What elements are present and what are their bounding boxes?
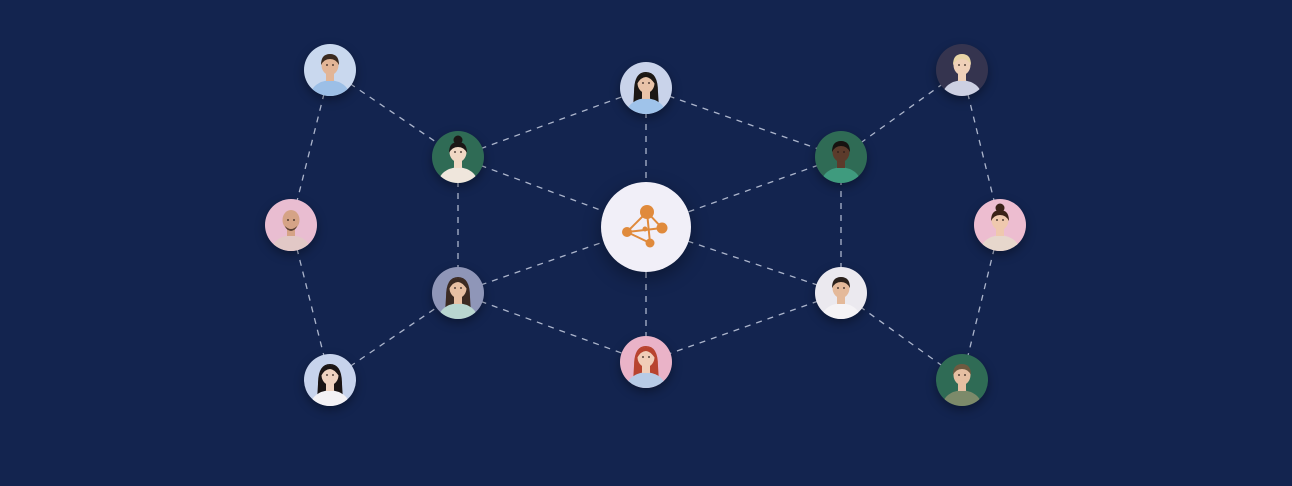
network-share-icon (622, 205, 668, 248)
connector-p8-p11 (457, 292, 647, 363)
avatar-p12 (936, 354, 988, 406)
avatar-p9 (815, 267, 867, 319)
avatar-p10 (304, 354, 356, 406)
network-hub (601, 182, 691, 272)
connector-p4-hub (457, 156, 647, 228)
avatar-p7 (974, 199, 1026, 251)
connector-p4-p2 (457, 87, 647, 158)
avatar-p4 (432, 131, 484, 183)
avatar-p1 (304, 44, 356, 96)
avatar-p11 (620, 336, 672, 388)
connector-p2-p5 (645, 87, 842, 158)
avatar-p6 (265, 199, 317, 251)
avatar-p5 (815, 131, 867, 183)
avatar-p8 (432, 267, 484, 319)
connector-p8-hub (457, 226, 647, 294)
connector-p9-p11 (645, 292, 842, 363)
avatar-p2 (620, 62, 672, 114)
avatar-p3 (936, 44, 988, 96)
